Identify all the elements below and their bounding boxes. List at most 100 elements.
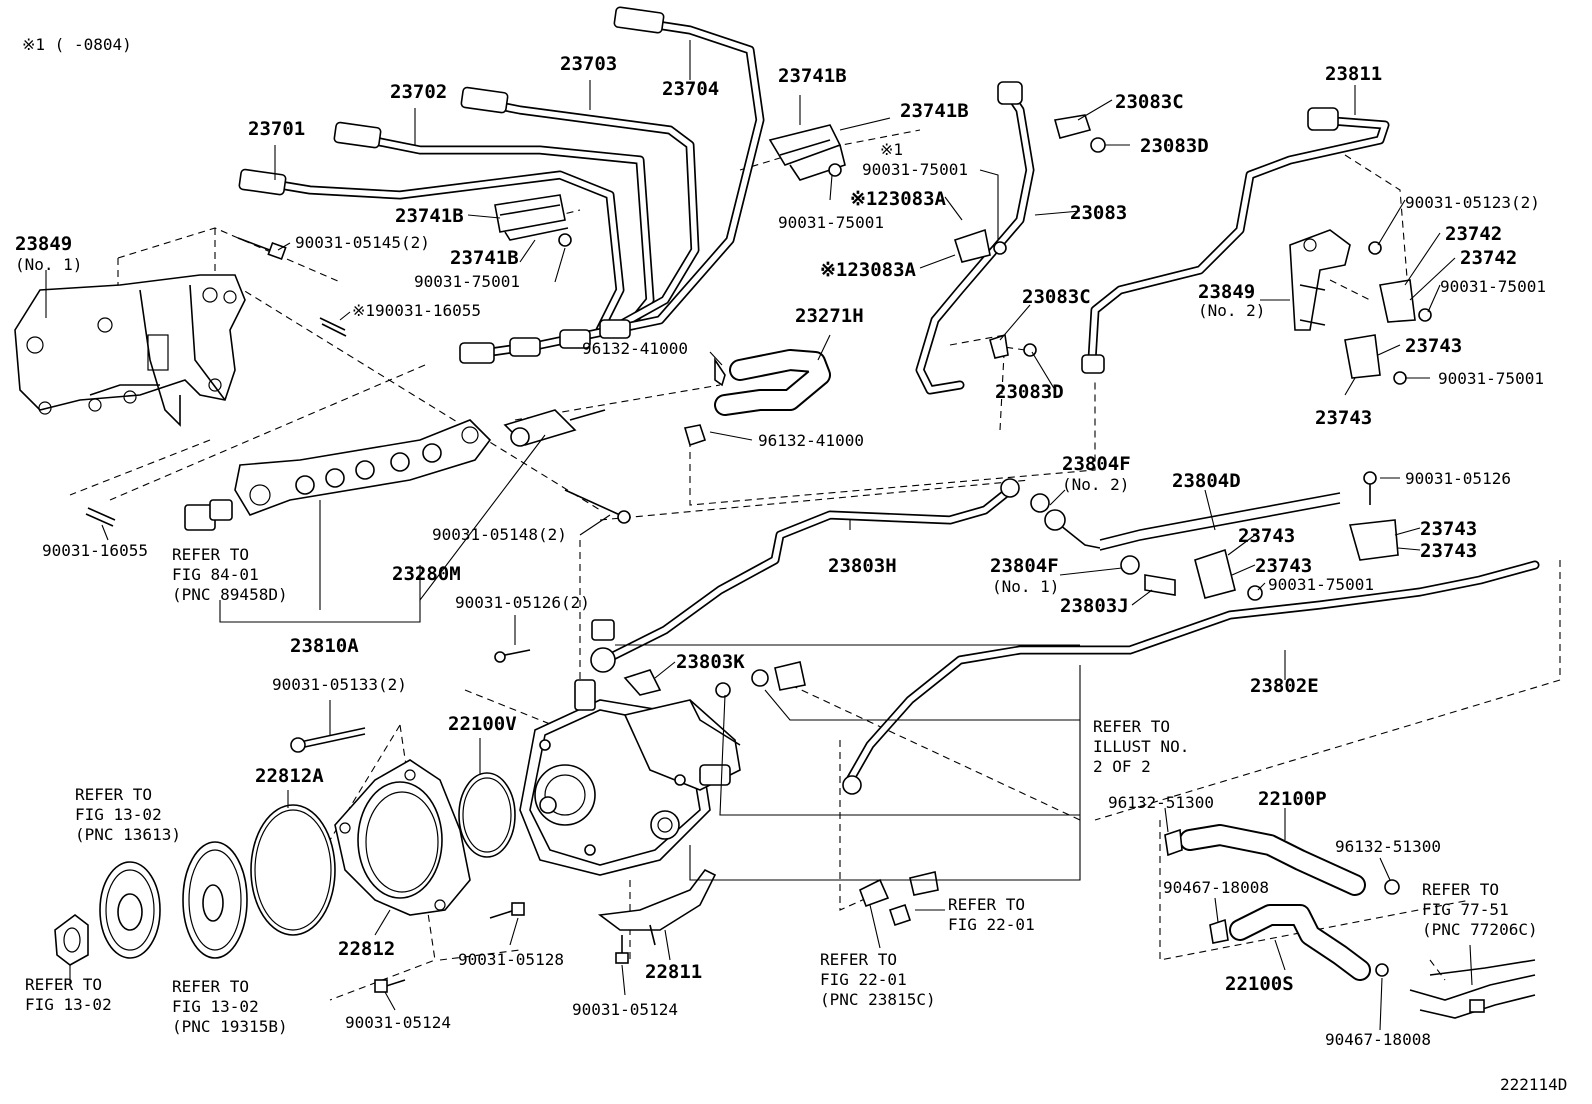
ref-84-01-line1[interactable]: REFER TO [172,545,249,564]
ref-13-02-a-line1[interactable]: REFER TO [75,785,152,804]
label-23704[interactable]: 23704 [662,78,719,100]
hose-22100S [1229,904,1371,981]
label-23083A-b[interactable]: ※123083A [820,259,917,281]
label-23741B-b[interactable]: 23741B [900,100,969,122]
stud-90031-16055-a [319,317,347,337]
label-23083C-a[interactable]: 23083C [1115,91,1184,113]
label-23849-no1[interactable]: 23849 [15,233,72,255]
label-23701[interactable]: 23701 [248,118,305,140]
label-22812[interactable]: 22812 [338,938,395,960]
label-23743-a[interactable]: 23743 [1405,335,1462,357]
pipe-clamp-23741B-lower [494,194,572,247]
o-ring-22812A [250,804,336,936]
label-23810A[interactable]: 23810A [290,635,359,657]
label-23804D[interactable]: 23804D [1172,470,1241,492]
label-90031-05133[interactable]: 90031-05133(2) [272,675,407,694]
label-23743-c[interactable]: 23743 [1420,518,1477,540]
label-23742-b[interactable]: 23742 [1460,247,1517,269]
label-90031-05123[interactable]: 90031-05123(2) [1405,193,1540,212]
label-23802E[interactable]: 23802E [1250,675,1319,697]
label-23703[interactable]: 23703 [560,53,617,75]
label-96132-41000-a[interactable]: 96132-41000 [582,339,688,358]
ref-84-01-line3[interactable]: (PNC 89458D) [172,585,288,604]
ref-22-01-a-line1[interactable]: REFER TO [948,895,1025,914]
label-22100V[interactable]: 22100V [448,713,517,735]
label-90031-16055-a[interactable]: ※190031-16055 [352,301,481,320]
part-labels: ※1 ( -0804) 23701 23702 23703 23704 2374… [15,35,1567,1094]
label-90031-75001-b[interactable]: 90031-75001 [778,213,884,232]
label-23804F-no1[interactable]: 23804F [990,555,1059,577]
ref-77-51-line3[interactable]: (PNC 77206C) [1422,920,1538,939]
pipe-23083 [915,81,1035,395]
label-90031-05126-a[interactable]: 90031-05126 [1405,469,1511,488]
ref-22-01-b-line3[interactable]: (PNC 23815C) [820,990,936,1009]
label-90031-75001-e[interactable]: 90031-75001 [1438,369,1544,388]
ref-84-01-line2[interactable]: FIG 84-01 [172,565,259,584]
label-90031-75001-c[interactable]: 90031-75001 [862,160,968,179]
label-23083[interactable]: 23083 [1070,202,1127,224]
label-90031-05124-a[interactable]: 90031-05124 [345,1013,451,1032]
label-90031-05124-b[interactable]: 90031-05124 [572,1000,678,1019]
leader-lines [45,40,1473,1031]
label-23741B-d[interactable]: 23741B [450,247,519,269]
ref-illust-line3[interactable]: 2 OF 2 [1093,757,1151,776]
label-23083C-b[interactable]: 23083C [1022,286,1091,308]
label-23083D-b[interactable]: 23083D [995,381,1064,403]
label-96132-41000-b[interactable]: 96132-41000 [758,431,864,450]
ref-13-02-c-line1[interactable]: REFER TO [172,977,249,996]
label-23743-b[interactable]: 23743 [1315,407,1372,429]
ref-22-01-b-line1[interactable]: REFER TO [820,950,897,969]
label-90031-05148[interactable]: 90031-05148(2) [432,525,567,544]
label-23083A-a[interactable]: ※123083A [850,188,947,210]
ref-22-01-b-line2[interactable]: FIG 22-01 [820,970,907,989]
ref-illust-line1[interactable]: REFER TO [1093,717,1170,736]
label-23811[interactable]: 23811 [1325,63,1382,85]
label-90031-16055-b[interactable]: 90031-16055 [42,541,148,560]
label-23742-a[interactable]: 23742 [1445,223,1502,245]
ref-13-02-b-line2[interactable]: FIG 13-02 [25,995,112,1014]
label-23803K[interactable]: 23803K [676,651,745,673]
label-22100S[interactable]: 22100S [1225,973,1294,995]
label-23271H[interactable]: 23271H [795,305,864,327]
label-90031-05145[interactable]: 90031-05145(2) [295,233,430,252]
ref-13-02-b-line1[interactable]: REFER TO [25,975,102,994]
label-23849-no1-sub: (No. 1) [15,255,82,274]
label-23804F-no2-sub: (No. 2) [1062,475,1129,494]
bracket-23849-no2 [1289,229,1351,331]
fuel-lines-77-51 [1409,959,1536,1019]
label-23803J[interactable]: 23803J [1060,595,1129,617]
ref-13-02-a-line2[interactable]: FIG 13-02 [75,805,162,824]
label-23280M[interactable]: 23280M [392,563,461,585]
label-90031-75001-a[interactable]: 90031-75001 [414,272,520,291]
label-23743-d[interactable]: 23743 [1420,540,1477,562]
label-23741B-a[interactable]: 23741B [778,65,847,87]
label-23741B-c[interactable]: 23741B [395,205,464,227]
label-90031-75001-f[interactable]: 90031-75001 [1268,575,1374,594]
ref-13-02-c-line3[interactable]: (PNC 19315B) [172,1017,288,1036]
ref-13-02-a-line3[interactable]: (PNC 13613) [75,825,181,844]
label-23849-no2[interactable]: 23849 [1198,281,1255,303]
label-90031-05126-b[interactable]: 90031-05126(2) [455,593,590,612]
label-23743-f[interactable]: 23743 [1255,555,1312,577]
label-90031-05128[interactable]: 90031-05128 [458,950,564,969]
label-96132-51300-a[interactable]: 96132-51300 [1108,793,1214,812]
label-23743-e[interactable]: 23743 [1238,525,1295,547]
clamp-23083C-a [1053,114,1106,153]
label-23803H[interactable]: 23803H [828,555,897,577]
label-22812A[interactable]: 22812A [255,765,324,787]
ref-77-51-line2[interactable]: FIG 77-51 [1422,900,1509,919]
label-23083D-a[interactable]: 23083D [1140,135,1209,157]
label-90467-18008-b[interactable]: 90467-18008 [1325,1030,1431,1049]
ref-13-02-c-line2[interactable]: FIG 13-02 [172,997,259,1016]
label-90031-75001-d[interactable]: 90031-75001 [1440,277,1546,296]
ref-77-51-line1[interactable]: REFER TO [1422,880,1499,899]
ref-illust-line2[interactable]: ILLUST NO. [1093,737,1189,756]
ref-22-01-a-line2[interactable]: FIG 22-01 [948,915,1035,934]
label-90467-18008-a[interactable]: 90467-18008 [1163,878,1269,897]
nut-13-02 [54,913,89,966]
label-22100P[interactable]: 22100P [1258,788,1327,810]
label-23804F-no2[interactable]: 23804F [1062,453,1131,475]
label-23702[interactable]: 23702 [390,81,447,103]
label-96132-51300-b[interactable]: 96132-51300 [1335,837,1441,856]
label-22811[interactable]: 22811 [645,961,702,983]
